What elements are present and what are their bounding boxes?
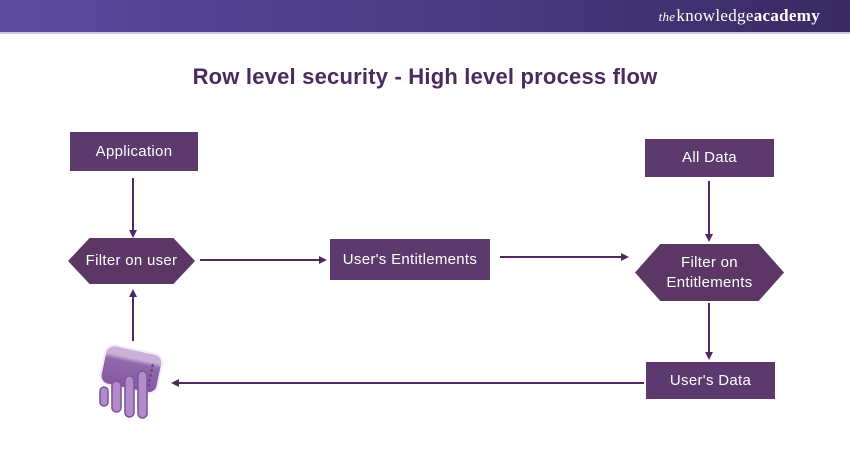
header-bar: theknowledgeacademy — [0, 0, 850, 34]
arrow-users-data-to-power-bi-icon — [171, 379, 644, 387]
node-users-data: User's Data — [646, 362, 775, 399]
arrow-application-to-filter-on-user — [129, 178, 137, 238]
arrow-filter-on-entitlements-to-users-data — [705, 303, 713, 360]
arrow-all-data-to-filter-on-entitlements — [705, 181, 713, 242]
logo-the: the — [658, 9, 676, 24]
node-users-entitlements: User's Entitlements — [330, 239, 490, 280]
node-filter-on-user: Filter on user — [68, 238, 195, 284]
arrow-users-entitlements-to-filter-on-entitlements — [500, 253, 629, 261]
power-bi-bar-chart-icon — [99, 344, 164, 419]
knowledge-academy-logo: theknowledgeacademy — [659, 6, 820, 26]
node-all-data: All Data — [645, 139, 774, 177]
node-application: Application — [70, 132, 198, 171]
node-filter-on-entitlements: Filter on Entitlements — [635, 244, 784, 301]
page-title: Row level security - High level process … — [192, 64, 658, 89]
logo-academy: academy — [753, 6, 820, 25]
arrow-filter-on-user-to-users-entitlements — [200, 256, 327, 264]
arrow-power-bi-icon-to-filter-on-user — [129, 289, 137, 341]
logo-knowledge: knowledge — [676, 6, 754, 25]
